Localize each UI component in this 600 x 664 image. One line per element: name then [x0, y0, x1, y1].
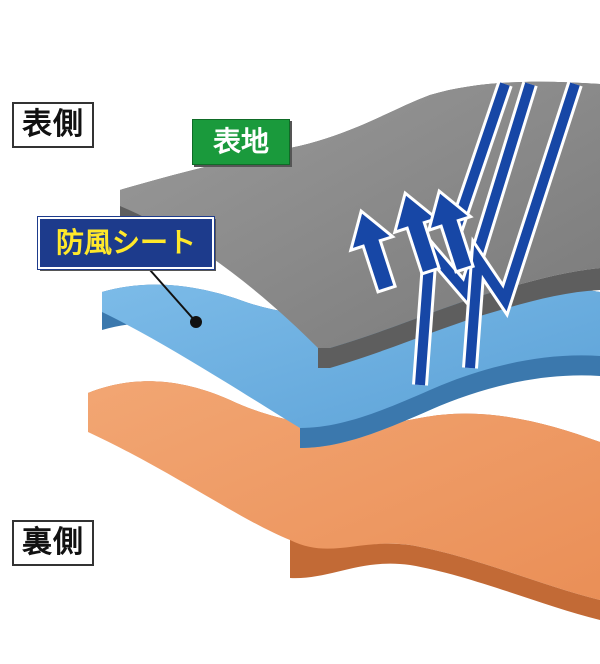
front-side-label: 表側	[12, 102, 94, 148]
wind-zigzag-icon	[412, 81, 583, 386]
outer-fabric-tag: 表地	[192, 119, 291, 165]
up-arrow-icon	[348, 188, 475, 294]
windproof-sheet-tag: 防風シート	[36, 216, 216, 270]
leader-line-dot-icon	[149, 269, 202, 328]
back-side-label: 裏側	[12, 520, 94, 566]
